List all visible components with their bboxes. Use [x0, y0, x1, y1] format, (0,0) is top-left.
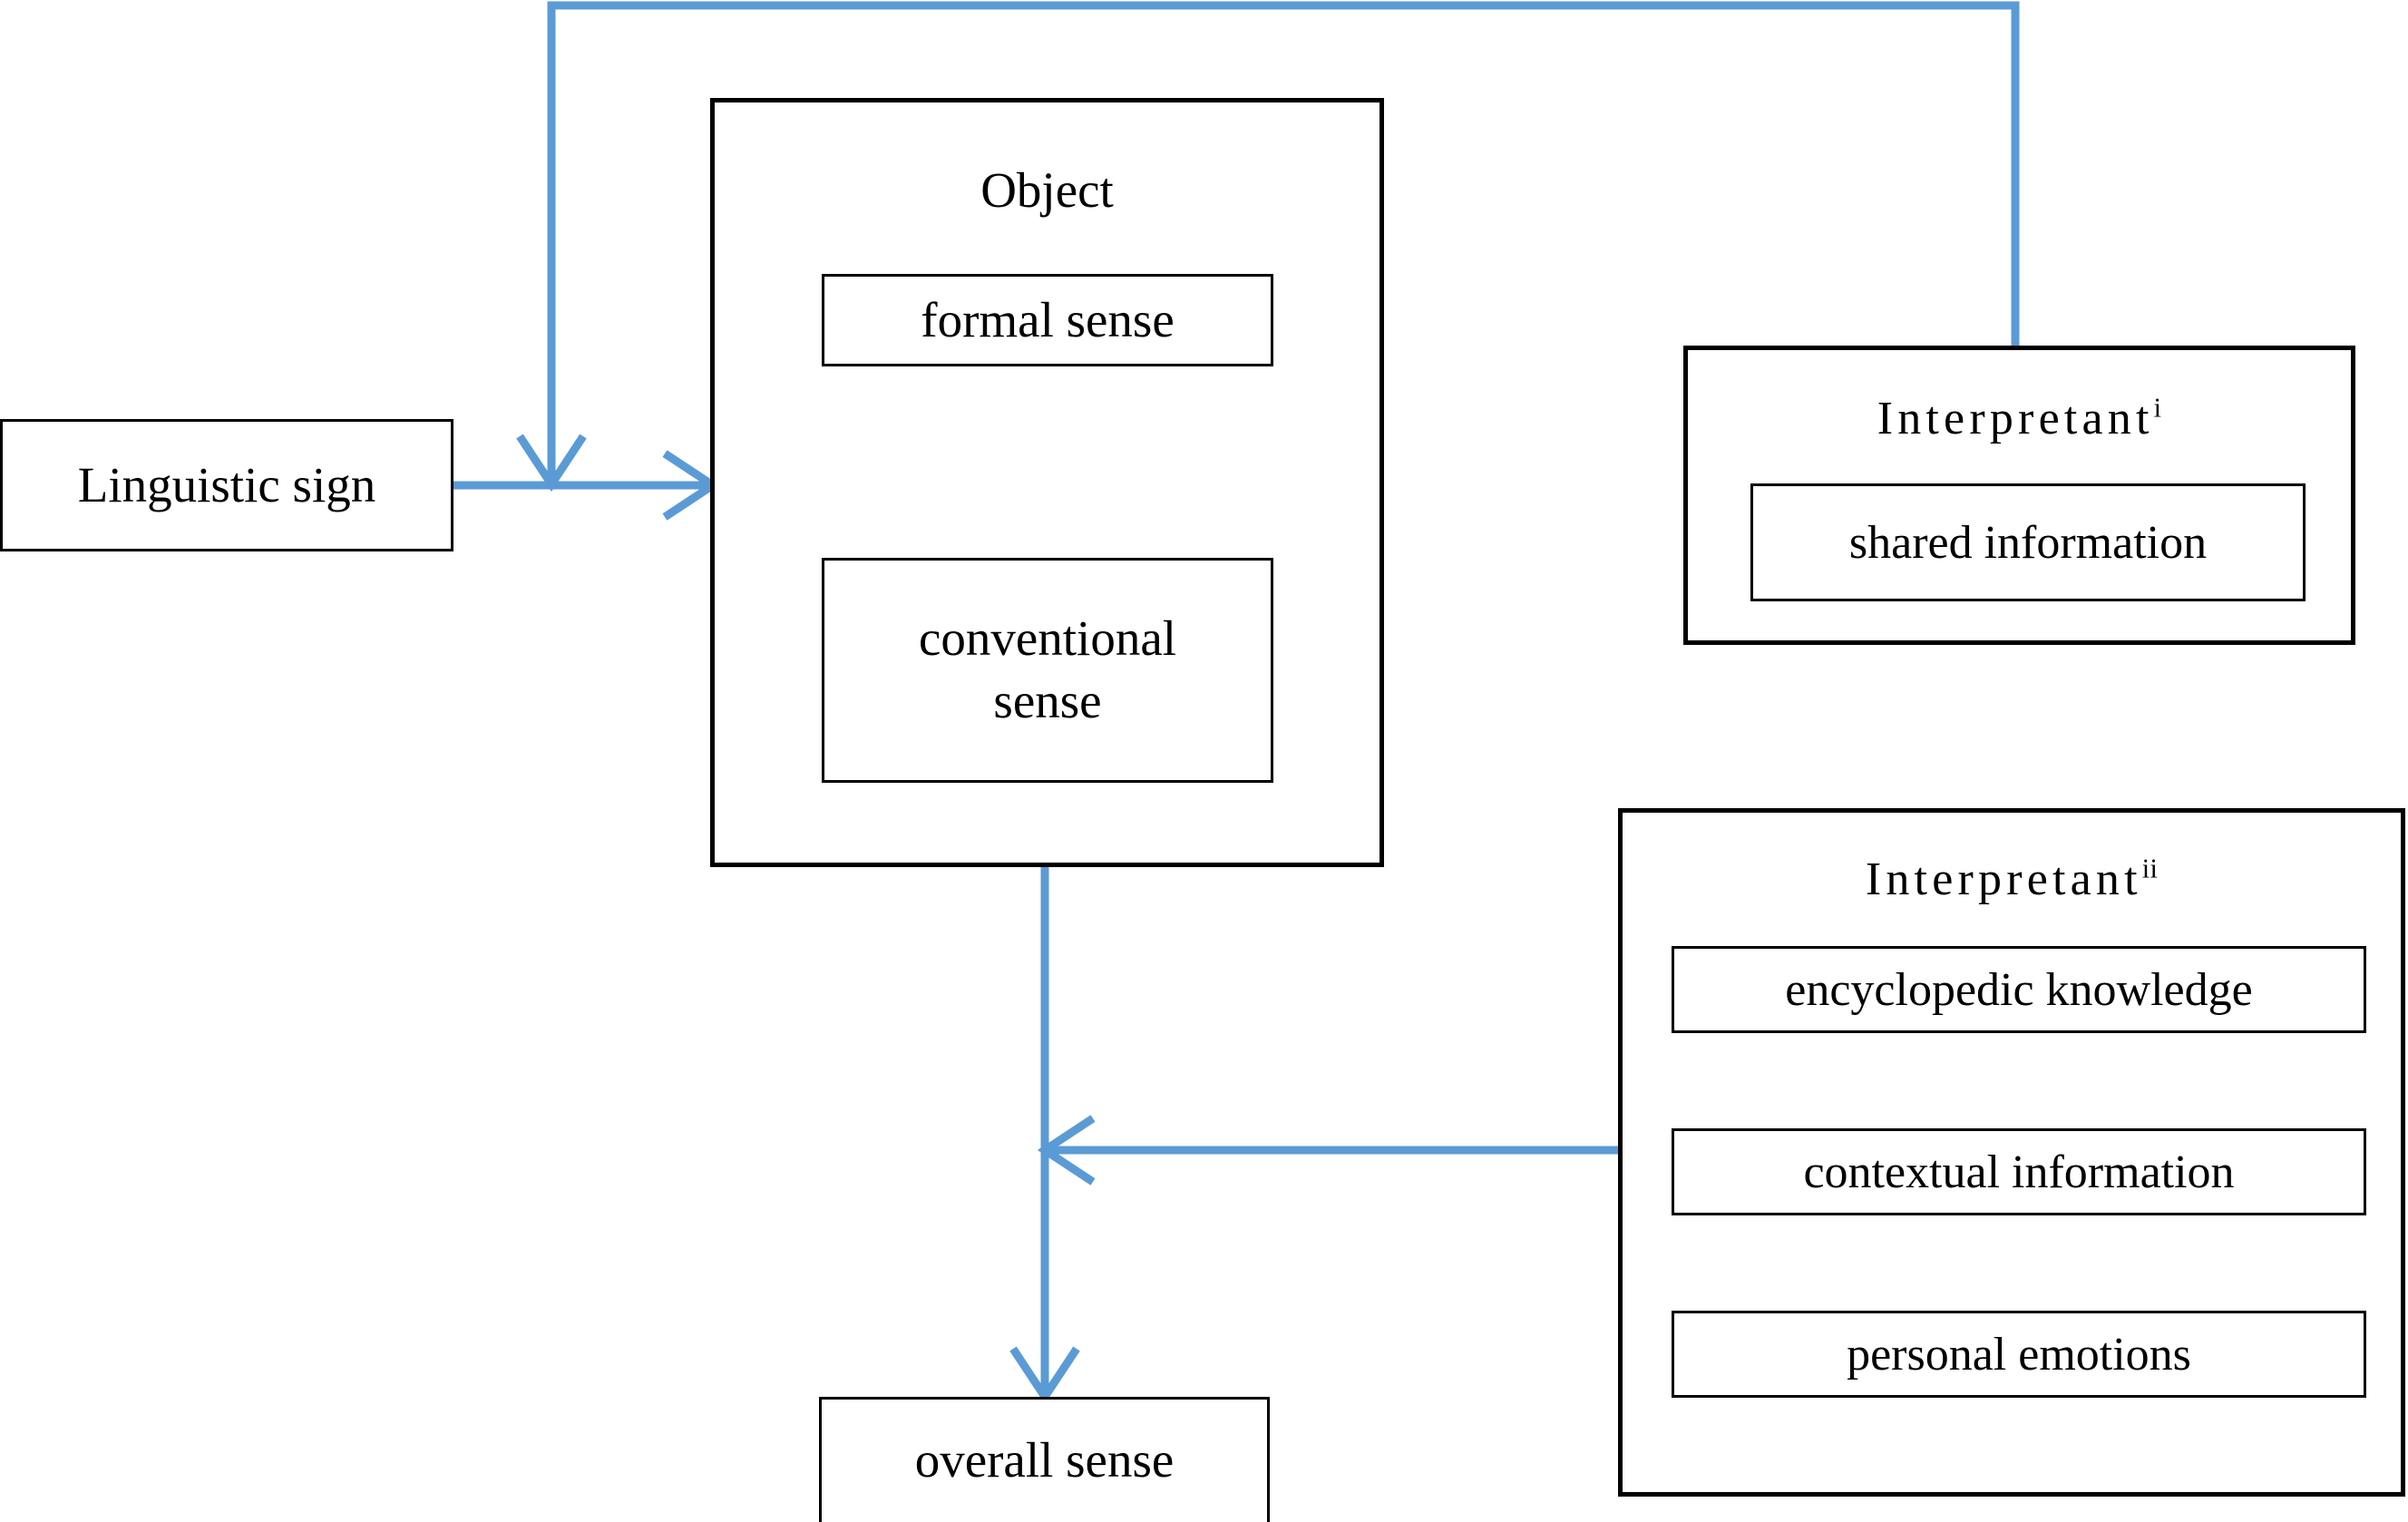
- encyclopedic-knowledge-label: encyclopedic knowledge: [1785, 963, 2253, 1016]
- object-title-label: Object: [980, 162, 1114, 218]
- node-shared-information[interactable]: shared information: [1750, 483, 2306, 601]
- node-encyclopedic-knowledge[interactable]: encyclopedic knowledge: [1672, 946, 2366, 1033]
- interpretant-i-title-label: Interpretant: [1877, 393, 2154, 444]
- formal-sense-label: formal sense: [921, 291, 1175, 347]
- node-linguistic-sign[interactable]: Linguistic sign: [0, 419, 453, 551]
- interpretant-ii-title-label: Interpretant: [1865, 854, 2142, 905]
- linguistic-sign-label: Linguistic sign: [77, 456, 376, 512]
- node-overall-sense[interactable]: overall sense: [819, 1397, 1270, 1522]
- interpretant-i-title: Interpretanti: [1683, 392, 2355, 445]
- personal-emotions-label: personal emotions: [1847, 1328, 2191, 1381]
- conventional-sense-label: conventional sense: [918, 610, 1177, 728]
- interpretant-ii-superscript: ii: [2141, 853, 2159, 884]
- shared-information-label: shared information: [1848, 516, 2208, 569]
- node-conventional-sense[interactable]: conventional sense: [822, 558, 1273, 783]
- edge-interpretant-ii-to-sense-path: [1037, 1115, 1618, 1185]
- overall-sense-label: overall sense: [914, 1432, 1175, 1488]
- interpretant-i-superscript: i: [2153, 392, 2162, 424]
- interpretant-ii-title: Interpretantii: [1618, 853, 2405, 906]
- edge-conventional-to-overall: [1009, 782, 1080, 1405]
- node-contextual-information[interactable]: contextual information: [1672, 1128, 2366, 1215]
- node-formal-sense[interactable]: formal sense: [822, 274, 1273, 366]
- edge-sign-to-object: [453, 450, 721, 521]
- contextual-information-label: contextual information: [1803, 1146, 2235, 1198]
- object-title: Object: [710, 161, 1384, 219]
- node-personal-emotions[interactable]: personal emotions: [1672, 1311, 2366, 1398]
